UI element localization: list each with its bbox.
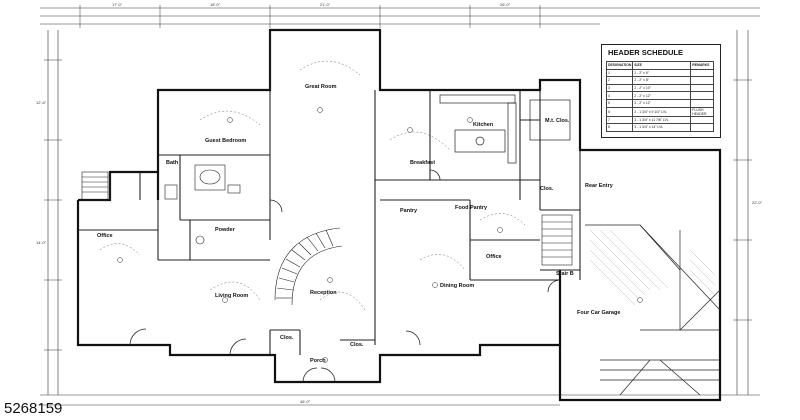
door-swings [129, 169, 561, 383]
electrical-lines [99, 60, 526, 311]
table-cell: 1 [605, 68, 634, 78]
room-label-closet-2: Clos. [350, 342, 364, 348]
dimension-label: 17'-0" [112, 2, 123, 7]
room-label-powder: Powder [215, 227, 235, 233]
room-label-office-2: Office [486, 254, 502, 260]
table-cell: 2 [605, 76, 634, 85]
column-header: SIZE [632, 61, 692, 70]
garage-roof-lines [585, 224, 721, 396]
table-cell: 6 [605, 106, 634, 117]
kitchen-fixtures [439, 94, 571, 164]
table-cell: 2 - 2" x 10" [632, 83, 692, 93]
table-cell: 3 [605, 83, 634, 93]
room-label-living-room: Living Room [215, 293, 249, 299]
room-label-stair-b: Stair B [556, 271, 574, 277]
bath-fixtures [164, 164, 241, 245]
room-label-porch: Porch [310, 358, 326, 364]
room-label-pantry: Pantry [400, 208, 418, 214]
room-label-breakfast: Breakfast [410, 160, 436, 166]
dimension-label: 18'-0" [210, 2, 221, 7]
table-cell: 2 - 2" x 12" [632, 91, 692, 100]
table-header-row: DESIGNATION SIZE REMARKS [605, 61, 714, 70]
room-label-closet-3: Clos. [540, 186, 554, 192]
table-cell: 3 - 1 3/4" x 11 7/8" LVL [632, 115, 692, 125]
interior-walls [78, 30, 581, 355]
room-label-rear-entry: Rear Entry [585, 183, 613, 189]
table-cell: 8 [605, 123, 634, 132]
dimension-label: 22'-0" [752, 200, 763, 205]
column-header: DESIGNATION [605, 61, 634, 70]
dimension-label: 26'-0" [500, 2, 511, 7]
table-cell [690, 91, 714, 100]
table-cell [690, 98, 714, 108]
dimension-label: 21'-0" [320, 2, 331, 7]
room-label-kitchen: Kitchen [473, 122, 494, 128]
header-schedule-title: HEADER SCHEDULE [608, 48, 684, 57]
room-label-four-car-garage: Four Car Garage [577, 310, 621, 316]
garage-roof-hatch [589, 229, 716, 306]
room-label-office: Office [97, 233, 113, 239]
room-label-closet-1: Clos. [280, 335, 294, 341]
room-label-food-pantry: Food Pantry [455, 205, 488, 211]
light-fixtures [117, 107, 643, 363]
room-label-reception: Reception [310, 290, 337, 296]
room-label-mud-closet: M.t. Clos. [545, 118, 570, 124]
curved-staircase [274, 227, 343, 306]
room-label-great-room: Great Room [305, 84, 337, 90]
table-cell: 2 - 1 3/4" x 9 1/4" LVL [632, 106, 692, 117]
dimension-label: 46'-0" [300, 399, 311, 404]
table-cell [690, 123, 714, 132]
table-cell [690, 115, 714, 125]
table-cell: FLUSH HEADER [690, 106, 714, 117]
dimension-label: 12'-6" [36, 100, 47, 105]
table-cell: 4 [605, 91, 634, 100]
dimension-lines [40, 5, 760, 406]
table-cell [690, 76, 714, 85]
exterior-walls [76, 28, 722, 402]
table-cell [690, 83, 714, 93]
rear-staircase [541, 214, 573, 266]
table-cell: 2 - 2" x 8" [632, 76, 692, 85]
table-cell: 2 - 2" x 6" [632, 68, 692, 78]
table-cell: 3 - 1 3/4" x 14" LVL [632, 123, 692, 132]
table-cell: 7 [605, 115, 634, 125]
header-schedule: HEADER SCHEDULE DESIGNATION SIZE REMARKS… [601, 44, 721, 138]
column-header: REMARKS [690, 61, 714, 70]
room-label-guest-bedroom: Guest Bedroom [205, 138, 247, 144]
room-label-dining-room: Dining Room [440, 283, 475, 289]
dimension-label: 14'-0" [36, 240, 47, 245]
table-cell: 3 - 2" x 12" [632, 98, 692, 108]
listing-id-watermark: 5268159 [4, 400, 63, 417]
table-cell: 5 [605, 98, 634, 108]
table-cell [690, 68, 714, 78]
side-steps [81, 171, 109, 201]
room-label-bath: Bath [166, 160, 179, 166]
